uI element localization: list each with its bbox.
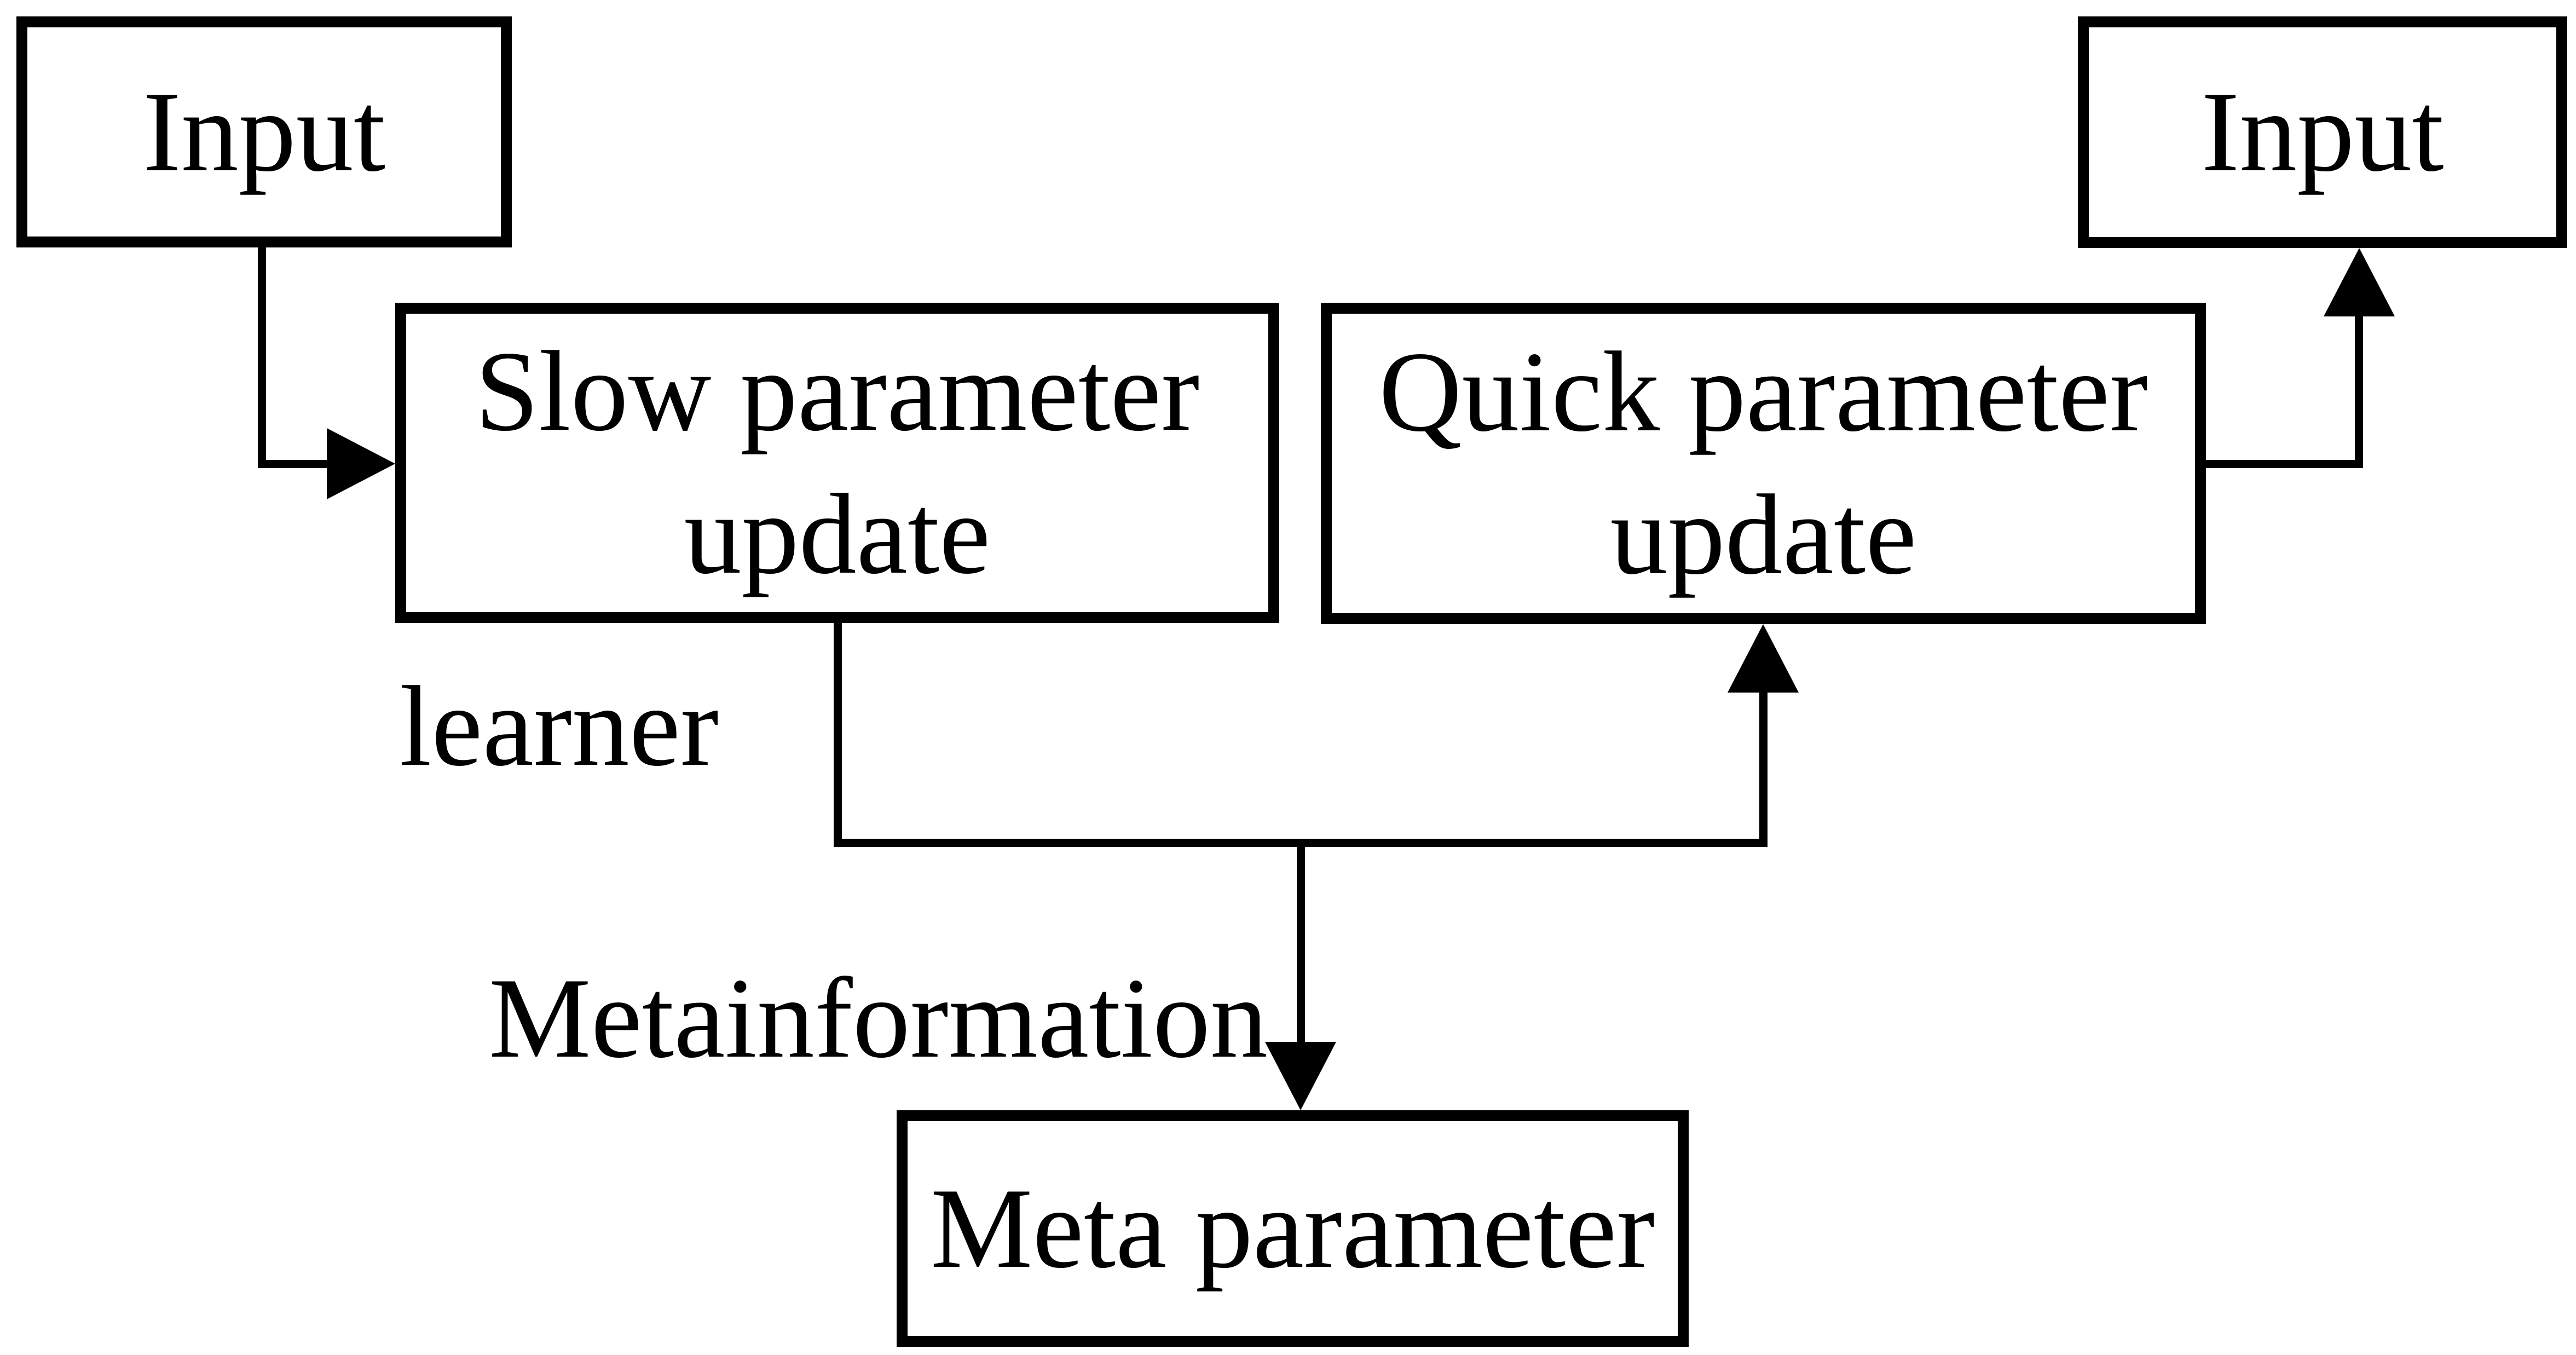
node-slow-label-line2: update [684,470,991,598]
connector-junction-to-quick-vertical [1759,691,1768,847]
node-slow-label-line1: Slow parameter [475,328,1200,455]
arrowhead-right-icon [327,428,395,499]
node-slow-parameter-update: Slow parameter update [395,303,1279,623]
connector-quick-to-inputright-vertical [2355,316,2363,468]
node-input-left: Input [16,16,512,247]
annotation-learner: learner [400,663,719,790]
node-quick-label-line2: update [1610,471,1917,598]
node-quick-parameter-update: Quick parameter update [1321,303,2206,624]
connector-quick-to-inputright-horizontal [2206,460,2363,468]
node-meta-label: Meta parameter [930,1164,1655,1292]
annotation-metainformation: Metainformation [489,955,1268,1082]
node-meta-parameter: Meta parameter [897,1110,1689,1347]
arrowhead-up-into-quick-icon [1728,624,1799,693]
node-input-left-label: Input [142,68,386,195]
connector-junction-to-meta-vertical [1297,839,1305,1047]
node-input-right: Input [2078,16,2567,248]
arrowhead-up-into-input-icon [2324,248,2395,316]
node-quick-label-line1: Quick parameter [1378,328,2148,456]
connector-inputleft-to-slow-vertical [258,247,266,468]
arrowhead-down-into-meta-icon [1265,1042,1336,1110]
connector-slow-down-vertical [834,623,842,847]
node-input-right-label: Input [2201,68,2444,196]
connector-inputleft-to-slow-horizontal [258,460,330,468]
